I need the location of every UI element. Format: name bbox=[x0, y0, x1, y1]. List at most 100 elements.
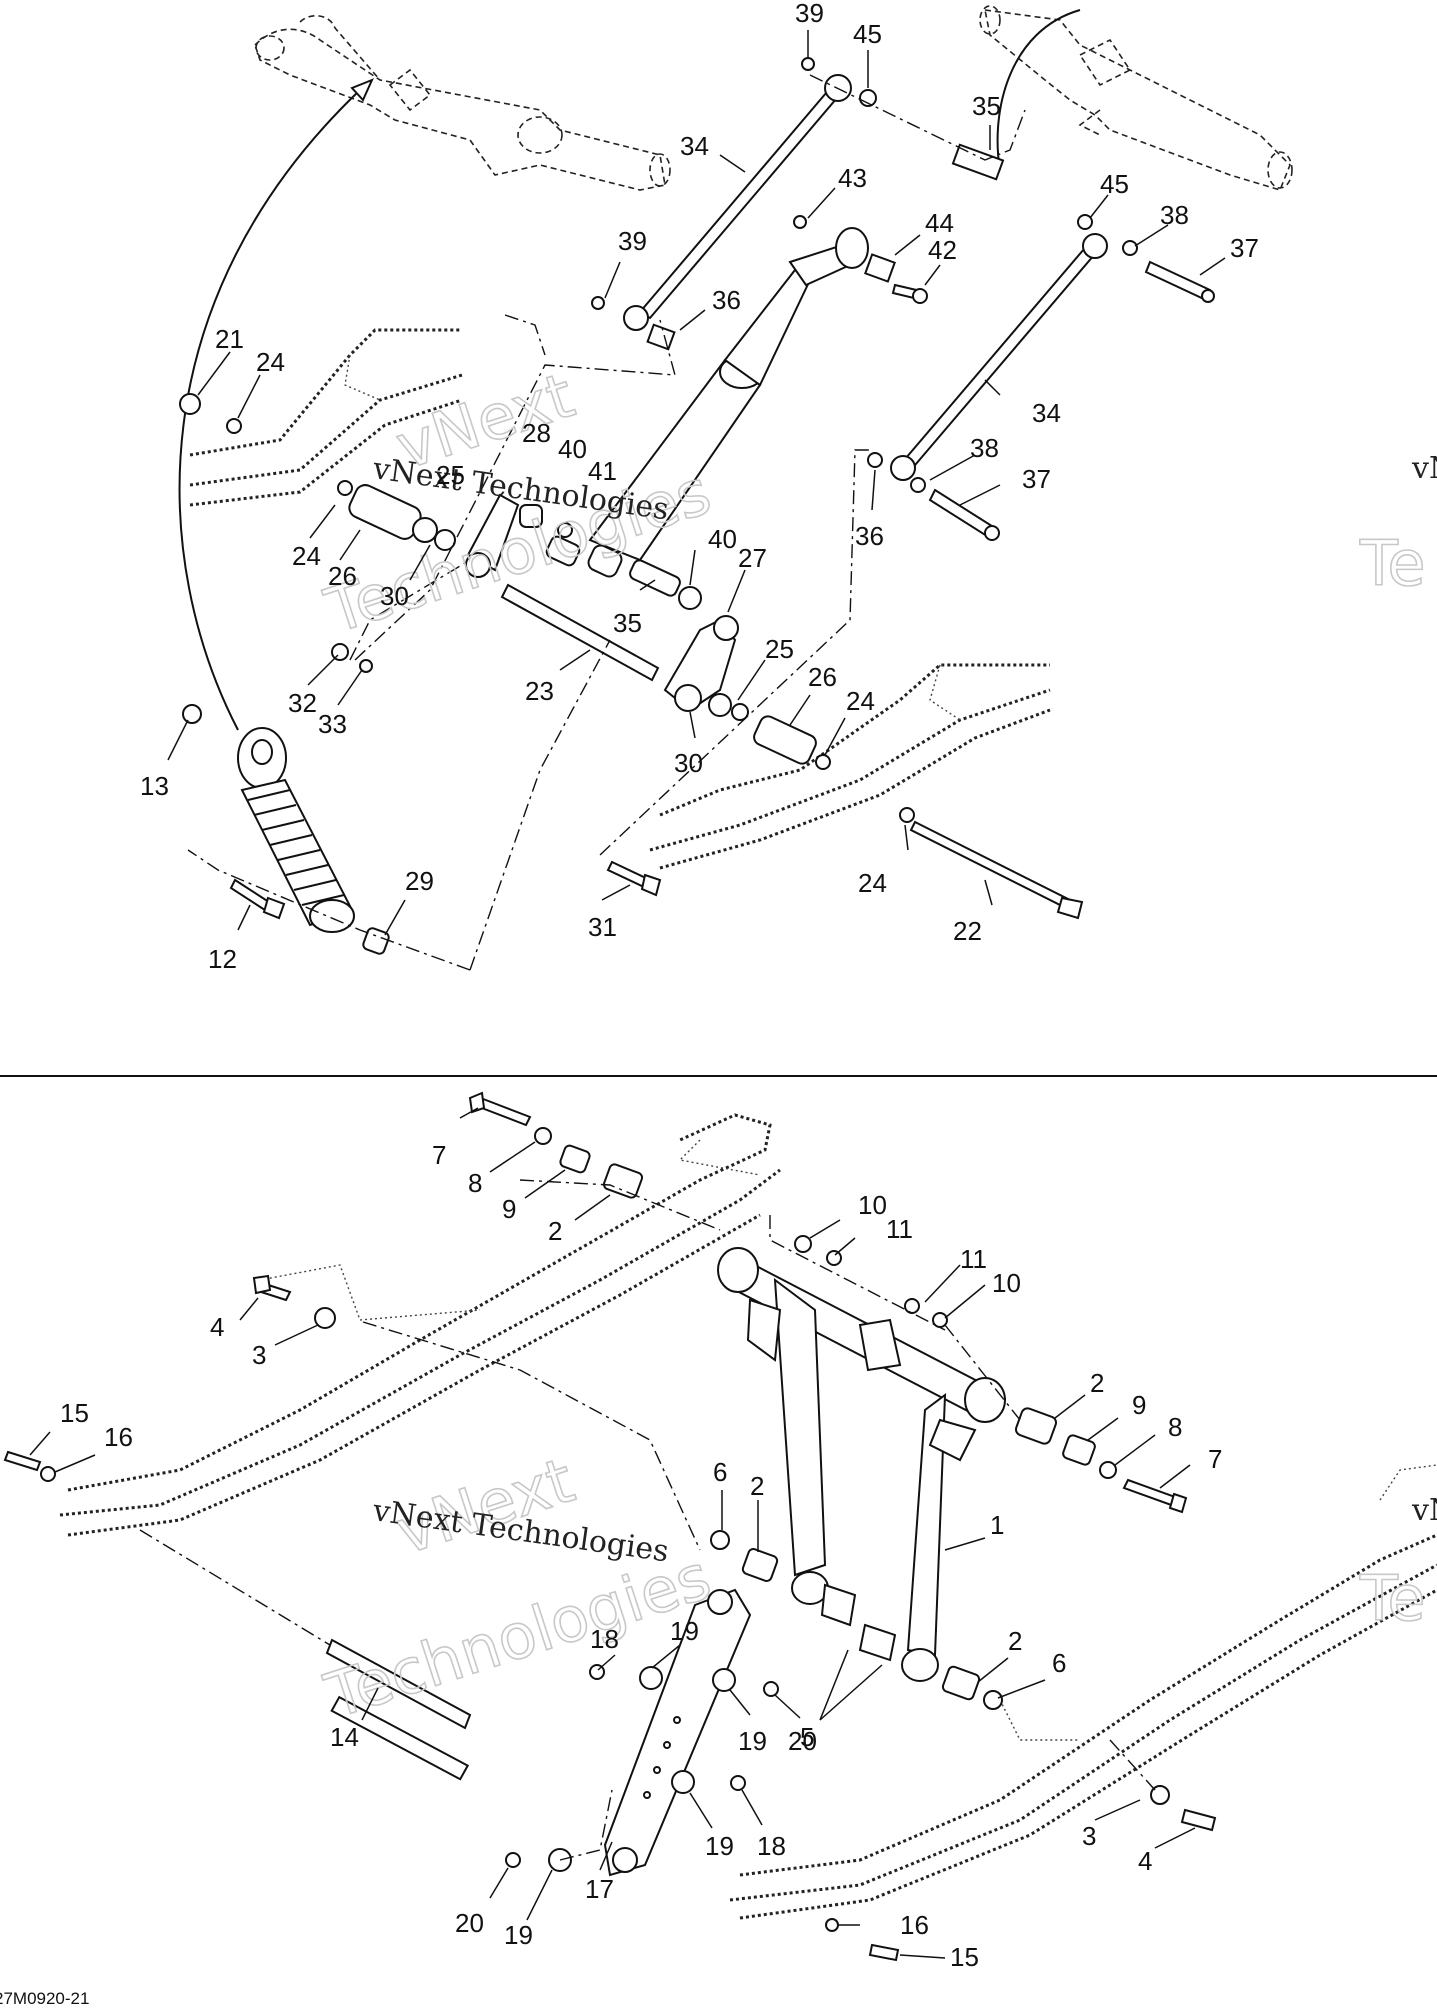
callout-2: 2 bbox=[1008, 1626, 1022, 1656]
callout-45: 45 bbox=[853, 19, 882, 49]
mounting-arc-arrow bbox=[178, 89, 361, 731]
callout-24: 24 bbox=[846, 686, 875, 716]
lower-hardware bbox=[3, 1091, 1217, 1962]
callout-42: 42 bbox=[928, 235, 957, 265]
callout-22: 22 bbox=[953, 916, 982, 946]
callout-9: 9 bbox=[1132, 1390, 1146, 1420]
callout-11: 11 bbox=[960, 1244, 987, 1274]
watermark-edge-fragments: vN Te vN Te bbox=[1358, 451, 1437, 1636]
svg-text:Te: Te bbox=[1359, 527, 1425, 600]
diagram-code: 27M0920-21 bbox=[0, 1989, 89, 2008]
callout-2: 2 bbox=[1090, 1368, 1104, 1398]
left-rail-top bbox=[189, 328, 463, 507]
callout-45: 45 bbox=[1100, 169, 1129, 199]
callout-24: 24 bbox=[256, 347, 285, 377]
callout-16: 16 bbox=[104, 1422, 133, 1452]
callout-39: 39 bbox=[795, 0, 824, 28]
top-arc-arrow bbox=[996, 9, 1081, 171]
callout-25: 25 bbox=[765, 634, 794, 664]
callout-41: 41 bbox=[588, 456, 617, 486]
callout-27: 27 bbox=[738, 543, 767, 573]
svg-text:vN: vN bbox=[1411, 451, 1437, 486]
callout-3: 3 bbox=[1082, 1821, 1096, 1851]
callout-18: 18 bbox=[757, 1831, 786, 1861]
callout-leaders bbox=[29, 30, 1226, 1959]
callout-24: 24 bbox=[858, 868, 887, 898]
callout-24: 24 bbox=[292, 541, 321, 571]
link-rod-right bbox=[898, 240, 1102, 473]
callout-20: 20 bbox=[788, 1726, 817, 1756]
callout-29: 29 bbox=[405, 866, 434, 896]
callout-33: 33 bbox=[318, 709, 347, 739]
callout-36: 36 bbox=[855, 521, 884, 551]
callout-26: 26 bbox=[808, 662, 837, 692]
upper-right-hardware bbox=[591, 57, 1215, 541]
long-bolt-22 bbox=[909, 820, 1072, 910]
callout-31: 31 bbox=[588, 912, 617, 942]
upper-shock-absorber bbox=[588, 227, 869, 562]
callout-11: 11 bbox=[886, 1214, 913, 1244]
callout-15: 15 bbox=[950, 1942, 979, 1972]
callout-4: 4 bbox=[1138, 1846, 1152, 1876]
callout-6: 6 bbox=[1052, 1648, 1066, 1678]
callout-2: 2 bbox=[750, 1471, 764, 1501]
callout-15: 15 bbox=[60, 1398, 89, 1428]
pivot-shaft-14 bbox=[325, 1638, 472, 1730]
left-runner-rail bbox=[59, 1113, 781, 1537]
callout-18: 18 bbox=[590, 1624, 619, 1654]
svg-text:vN: vN bbox=[1411, 1493, 1437, 1528]
callout-5: 5 bbox=[800, 1722, 814, 1752]
callout-10: 10 bbox=[858, 1190, 887, 1220]
callout-1: 1 bbox=[990, 1510, 1004, 1540]
callout-19: 19 bbox=[504, 1920, 533, 1950]
callout-26: 26 bbox=[328, 561, 357, 591]
callout-43: 43 bbox=[838, 163, 867, 193]
callout-19: 19 bbox=[670, 1616, 699, 1646]
callout-35: 35 bbox=[613, 608, 642, 638]
callout-10: 10 bbox=[992, 1268, 1021, 1298]
right-rocker-arm bbox=[500, 559, 831, 770]
callout-7: 7 bbox=[432, 1140, 446, 1170]
callout-6: 6 bbox=[713, 1457, 727, 1487]
callout-30: 30 bbox=[380, 581, 409, 611]
callout-17: 17 bbox=[585, 1874, 614, 1904]
callout-3: 3 bbox=[252, 1340, 266, 1370]
callout-4: 4 bbox=[210, 1312, 224, 1342]
right-rail-top bbox=[649, 663, 1051, 870]
frame-crossshaft-left bbox=[254, 15, 671, 191]
right-runner-rail bbox=[729, 1464, 1437, 1920]
callout-labels: 39 45 35 34 43 44 42 45 38 37 39 36 21 2… bbox=[60, 0, 1259, 1972]
callout-13: 13 bbox=[140, 771, 169, 801]
callout-9: 9 bbox=[502, 1194, 516, 1224]
coilover-shock bbox=[182, 704, 390, 955]
callout-16: 16 bbox=[900, 1910, 929, 1940]
callout-8: 8 bbox=[1168, 1412, 1182, 1442]
upper-assembly bbox=[178, 5, 1293, 971]
callout-19: 19 bbox=[705, 1831, 734, 1861]
callout-7: 7 bbox=[1208, 1444, 1222, 1474]
svg-text:Te: Te bbox=[1359, 1562, 1425, 1635]
callout-39: 39 bbox=[618, 226, 647, 256]
callout-37: 37 bbox=[1022, 464, 1051, 494]
callout-30: 30 bbox=[674, 748, 703, 778]
callout-20: 20 bbox=[455, 1908, 484, 1938]
callout-28: 28 bbox=[522, 418, 551, 448]
callout-12: 12 bbox=[208, 944, 237, 974]
front-a-arm bbox=[717, 1247, 1006, 1682]
callout-40: 40 bbox=[558, 434, 587, 464]
callout-19: 19 bbox=[738, 1726, 767, 1756]
callout-37: 37 bbox=[1230, 233, 1259, 263]
front-link-17 bbox=[505, 1588, 779, 1877]
callout-34: 34 bbox=[1032, 398, 1061, 428]
callout-8: 8 bbox=[468, 1168, 482, 1198]
callout-38: 38 bbox=[970, 433, 999, 463]
callout-2: 2 bbox=[548, 1216, 562, 1246]
left-rocker-arm bbox=[337, 480, 623, 578]
arc-arrowhead bbox=[350, 78, 374, 102]
callout-14: 14 bbox=[330, 1722, 359, 1752]
callout-35: 35 bbox=[972, 91, 1001, 121]
callout-44: 44 bbox=[925, 208, 954, 238]
callout-34: 34 bbox=[680, 131, 709, 161]
callout-38: 38 bbox=[1160, 200, 1189, 230]
